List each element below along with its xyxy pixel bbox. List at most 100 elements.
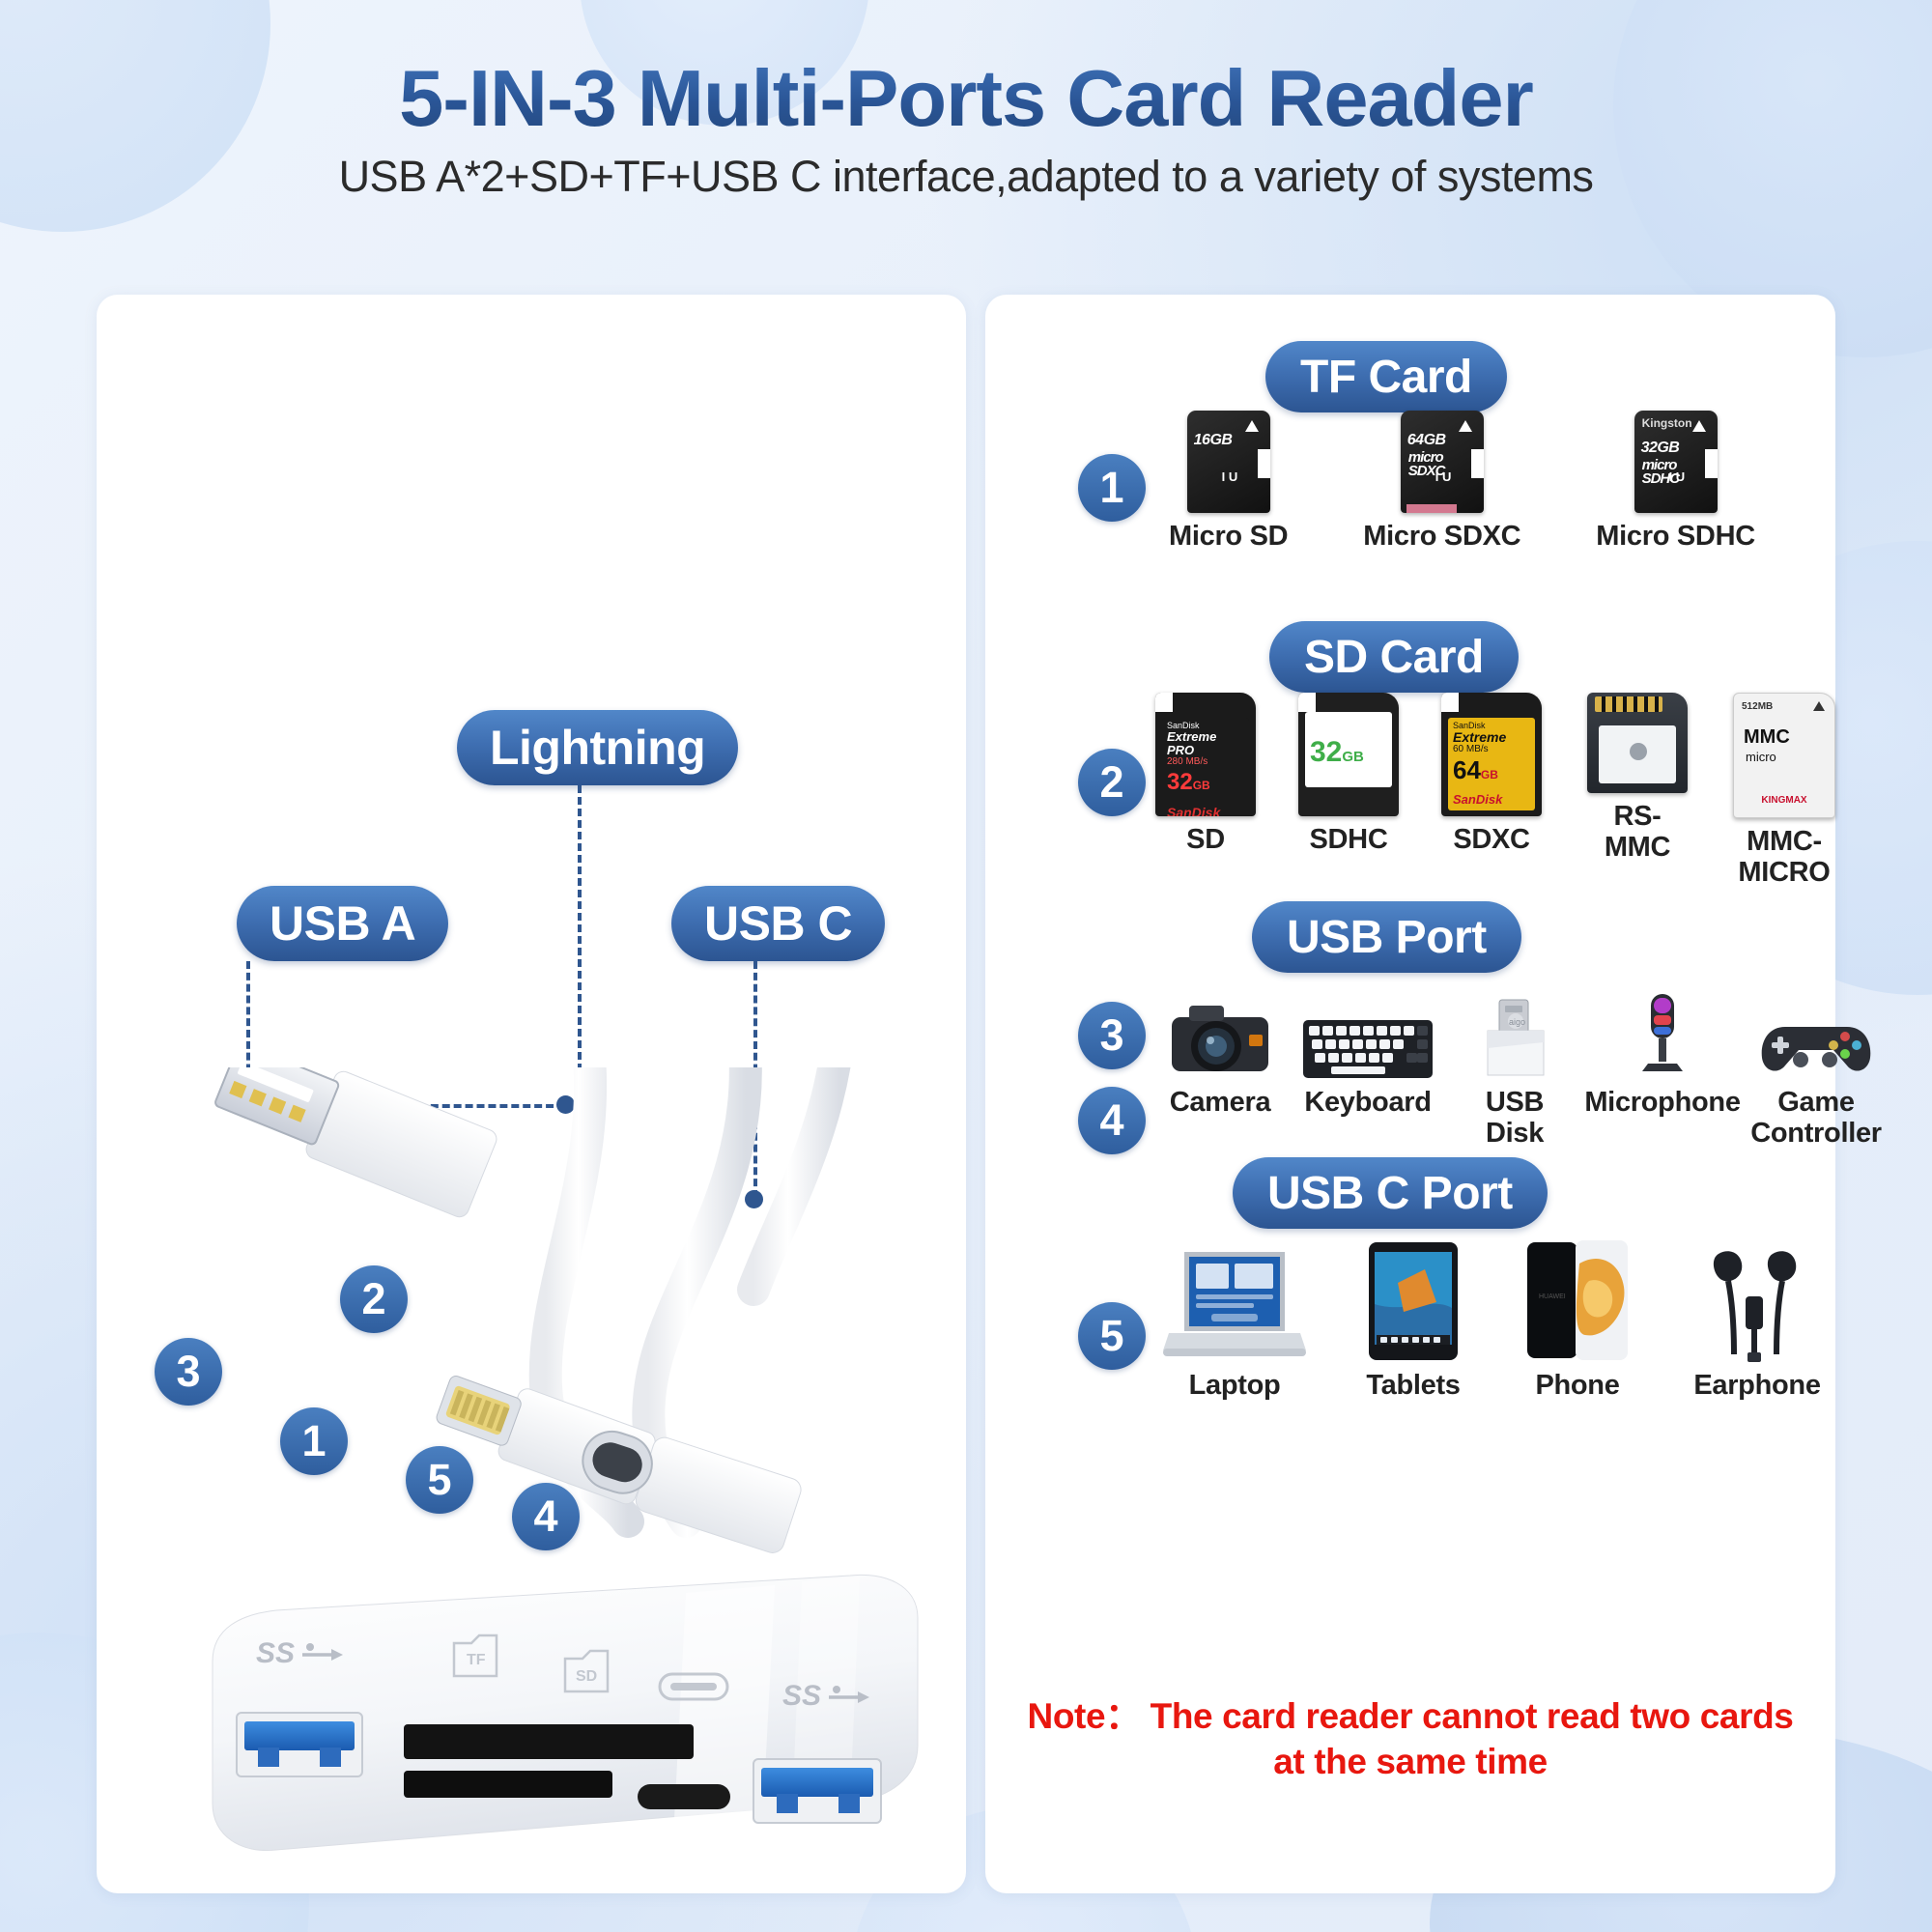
product-illustration-panel: USB A Lightning USB C <box>97 295 966 1893</box>
device-badge-5: 5 <box>406 1446 473 1514</box>
section-number-tf-card: 1 <box>1078 454 1146 522</box>
item-caption: Keyboard <box>1304 1087 1432 1118</box>
section-number-sd-card: 2 <box>1078 749 1146 816</box>
section-title-tf-card: TF Card <box>1265 341 1507 412</box>
item-caption: SD <box>1186 824 1225 855</box>
svg-text:TF: TF <box>467 1652 486 1668</box>
svg-text:SS: SS <box>782 1680 821 1712</box>
rs-mmc-card-icon <box>1587 693 1688 793</box>
svg-text:aigo: aigo <box>1509 1017 1525 1027</box>
item-caption: SDHC <box>1309 824 1388 855</box>
list-item: Keyboard <box>1300 990 1435 1118</box>
item-caption: Tablets <box>1366 1370 1461 1401</box>
tablet-icon <box>1365 1236 1462 1362</box>
list-item: Laptop <box>1161 1236 1308 1401</box>
card-reader-device: SS TF SD SS <box>212 1067 919 1852</box>
list-item: RS-MMC <box>1584 693 1690 864</box>
card-unit: GB <box>1192 779 1210 793</box>
card-capacity: 32GB <box>1640 440 1680 456</box>
card-line1: Extreme PRO <box>1167 729 1217 758</box>
card-line2: 60 MB/s <box>1453 744 1489 755</box>
list-item: HUAWEI Phone <box>1519 1236 1636 1401</box>
warning-note-line-2: at the same time <box>1273 1742 1548 1782</box>
card-line2: micro <box>1746 750 1776 764</box>
microphone-icon <box>1629 990 1696 1079</box>
section-number-usb-c-port: 5 <box>1078 1302 1146 1370</box>
card-line1: Extreme <box>1453 729 1507 746</box>
card-capacity: 32 <box>1167 769 1193 796</box>
section-title-usb-port: USB Port <box>1252 901 1521 973</box>
page-subtitle: USB A*2+SD+TF+USB C interface,adapted to… <box>338 152 1594 202</box>
connector-usb-a-vertical <box>246 961 250 1106</box>
item-caption: Micro SDHC <box>1596 521 1755 552</box>
card-uhs: I U <box>1221 469 1238 484</box>
card-capacity: 64GB <box>1406 432 1446 448</box>
card-brand: SanDisk <box>1167 721 1200 730</box>
item-caption: Game Controller <box>1750 1087 1882 1150</box>
item-caption: MMC- MICRO <box>1738 826 1831 889</box>
item-caption: Earphone <box>1693 1370 1821 1401</box>
sd-card-items: SanDisk Extreme PRO 280 MB/s 32GB SanDis… <box>1155 693 1835 889</box>
item-caption: Microphone <box>1584 1087 1741 1118</box>
card-uhs: I U <box>1435 469 1452 484</box>
connector-dot-usb-a <box>556 1095 575 1114</box>
list-item: Game Controller <box>1750 990 1882 1150</box>
usb-c-port-items: Laptop <box>1161 1236 1830 1401</box>
page-header: 5-IN-3 Multi-Ports Card Reader USB A*2+S… <box>0 56 1932 202</box>
callout-usb-a: USB A <box>237 886 449 961</box>
section-title-usb-c-port: USB C Port <box>1233 1157 1548 1229</box>
warning-note-line-1: Note： The card reader cannot read two ca… <box>1027 1696 1794 1736</box>
connector-dot-usb-c <box>745 1190 763 1208</box>
list-item: 16GB I U Micro SD <box>1169 411 1289 552</box>
card-unit: GB <box>1342 749 1364 765</box>
list-item: SanDisk Extreme 60 MB/s 64GB SanDisk SDX… <box>1441 693 1542 855</box>
laptop-icon <box>1161 1236 1308 1362</box>
usb-port-items: Camera <box>1161 990 1882 1150</box>
card-line2: 280 MB/s <box>1167 755 1208 767</box>
item-caption: Micro SD <box>1169 521 1289 552</box>
list-item: Microphone <box>1584 990 1741 1118</box>
item-caption: SDXC <box>1453 824 1530 855</box>
card-uhs: I U <box>1668 469 1686 484</box>
card-capacity: 64 <box>1453 754 1481 784</box>
section-title-sd-card: SD Card <box>1269 621 1519 693</box>
card-unit: MB <box>1757 701 1774 712</box>
device-badge-4: 4 <box>512 1483 580 1550</box>
keyboard-icon <box>1302 990 1434 1079</box>
game-controller-icon <box>1756 990 1876 1079</box>
section-number-usb-port-3: 3 <box>1078 1002 1146 1069</box>
item-caption: USB Disk <box>1485 1087 1545 1150</box>
sdxc-card-icon: SanDisk Extreme 60 MB/s 64GB SanDisk <box>1441 693 1542 816</box>
item-caption: Camera <box>1169 1087 1271 1118</box>
card-brand: SanDisk <box>1453 721 1486 730</box>
sdhc-card-icon: 32GB <box>1298 693 1399 816</box>
svg-text:SD: SD <box>576 1668 597 1685</box>
item-caption: Laptop <box>1188 1370 1281 1401</box>
card-line1: MMC <box>1744 726 1790 748</box>
list-item: aigo USB Disk <box>1457 990 1573 1150</box>
section-number-usb-port-4: 4 <box>1078 1087 1146 1154</box>
callout-usb-c: USB C <box>671 886 886 961</box>
list-item: SanDisk Extreme PRO 280 MB/s 32GB SanDis… <box>1155 693 1256 855</box>
connector-lightning-vertical <box>578 785 582 1152</box>
usb-disk-icon: aigo <box>1472 990 1557 1079</box>
phone-icon: HUAWEI <box>1525 1236 1630 1362</box>
warning-note: Note： The card reader cannot read two ca… <box>1024 1693 1797 1785</box>
svg-text:SS: SS <box>256 1637 295 1669</box>
sd-card-icon: SanDisk Extreme PRO 280 MB/s 32GB SanDis… <box>1155 693 1256 816</box>
card-brand: KINGMAX <box>1761 795 1807 806</box>
card-capacity: 16GB <box>1193 432 1233 448</box>
earphone-icon <box>1690 1236 1825 1362</box>
callout-lightning: Lightning <box>457 710 739 785</box>
compatibility-panel: TF Card 1 16GB I U Micro SD 64GB <box>985 295 1882 1893</box>
svg-text:HUAWEI: HUAWEI <box>1539 1293 1566 1300</box>
list-item: Earphone <box>1685 1236 1830 1401</box>
micro-sd-card-icon: 16GB I U <box>1186 411 1270 513</box>
card-brand: Kingston <box>1641 416 1692 430</box>
card-type: HC <box>1660 469 1680 487</box>
item-caption: Phone <box>1535 1370 1620 1401</box>
